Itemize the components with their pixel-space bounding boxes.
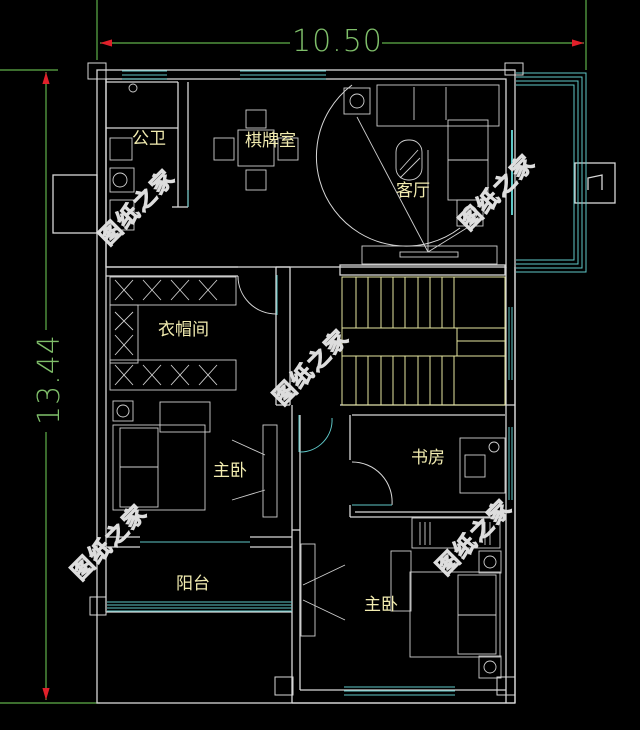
room-label-cloakroom: 衣帽间 [158,320,209,340]
depth-dimension: 13.44 [32,334,67,425]
width-dimension: 10.50 [292,24,383,59]
room-label-study: 书房 [411,448,445,468]
right-balcony-frame [516,72,587,273]
corner-columns [87,62,524,696]
room-label-public-bath: 公卫 [132,129,166,149]
windows [107,70,513,696]
room-label-master-bedroom-2: 主卧 [364,595,398,615]
room-label-chess-room: 棋牌室 [245,131,296,151]
staircase [341,276,506,406]
dimension-lines [0,0,587,704]
room-label-balcony: 阳台 [176,574,210,594]
furniture [109,83,506,679]
doors [187,84,461,506]
room-label-living-room: 客厅 [396,181,430,201]
room-label-master-bedroom-1: 主卧 [213,461,247,481]
